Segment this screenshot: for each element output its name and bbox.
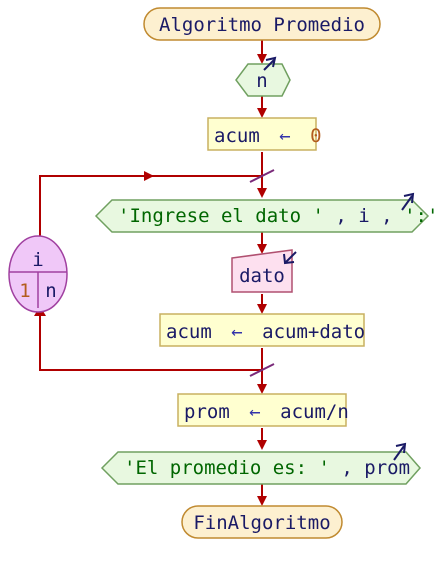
write-prompt-string2: ':' — [404, 205, 438, 227]
update-acum-node[interactable]: acum ← acum+dato — [159, 313, 365, 347]
edges — [34, 40, 275, 506]
assign-prom-var: prom — [184, 401, 230, 423]
end-label: FinAlgoritmo — [193, 512, 330, 534]
write-prompt-string: 'Ingrese el dato ' — [118, 205, 324, 227]
read-dato-node[interactable]: dato — [231, 249, 297, 293]
loop-entry-mark — [249, 169, 275, 183]
svg-text:'Ingrese el dato ' ,: 'Ingrese el dato ' , i , ':' — [118, 205, 438, 227]
assign-prom-expr: acum/n — [280, 401, 349, 423]
assign-prom-node[interactable]: prom ← acum/n — [177, 393, 349, 427]
read-n-var: n — [256, 70, 267, 92]
start-node[interactable]: Algoritmo Promedio — [143, 7, 381, 41]
update-acum-arrow: ← — [231, 321, 242, 343]
svg-text:prom ← acum/n: prom ← acum/n — [184, 401, 349, 423]
loop-from: 1 — [19, 280, 30, 302]
write-result-string: 'El promedio es: ' — [124, 457, 330, 479]
input-arrow-icon — [283, 251, 297, 265]
loop-exit-mark — [249, 363, 275, 377]
loop-top-arrowhead — [144, 171, 154, 181]
write-result-var: prom — [364, 457, 410, 479]
loop-return-edge — [39, 314, 262, 371]
write-prompt-var: i — [358, 205, 369, 227]
assign-acum-value: 0 — [310, 125, 321, 147]
assign-acum-node[interactable]: acum ← 0 — [207, 117, 322, 151]
input-arrow-icon — [263, 56, 277, 71]
loop-top-edge — [39, 175, 262, 240]
read-n-node[interactable]: n — [235, 56, 291, 97]
start-label: Algoritmo Promedio — [159, 14, 365, 36]
write-result-sep: , — [341, 457, 352, 479]
loop-node[interactable]: i 1 n — [8, 235, 68, 313]
output-arrow-icon — [393, 442, 407, 461]
svg-text:acum ← acum+dato: acum ← acum+dato — [166, 321, 365, 343]
update-acum-var: acum — [166, 321, 212, 343]
loop-to: n — [45, 280, 56, 302]
write-result-node[interactable]: 'El promedio es: ' , prom — [100, 442, 421, 485]
read-dato-var: dato — [239, 265, 285, 287]
svg-text:'El promedio es: ' ,: 'El promedio es: ' , prom — [124, 457, 410, 479]
end-node[interactable]: FinAlgoritmo — [181, 505, 343, 539]
update-acum-expr: acum+dato — [262, 321, 365, 343]
assign-acum-var: acum — [214, 125, 260, 147]
output-arrow-icon — [401, 192, 415, 211]
svg-text:acum ← 0: acum ← 0 — [214, 125, 322, 147]
write-prompt-node[interactable]: 'Ingrese el dato ' , i , ':' — [94, 192, 438, 233]
assign-acum-arrow: ← — [279, 125, 290, 147]
write-prompt-sep1: , — [335, 205, 346, 227]
assign-prom-arrow: ← — [249, 401, 260, 423]
loop-var: i — [32, 249, 43, 271]
write-prompt-sep2: , — [381, 205, 392, 227]
